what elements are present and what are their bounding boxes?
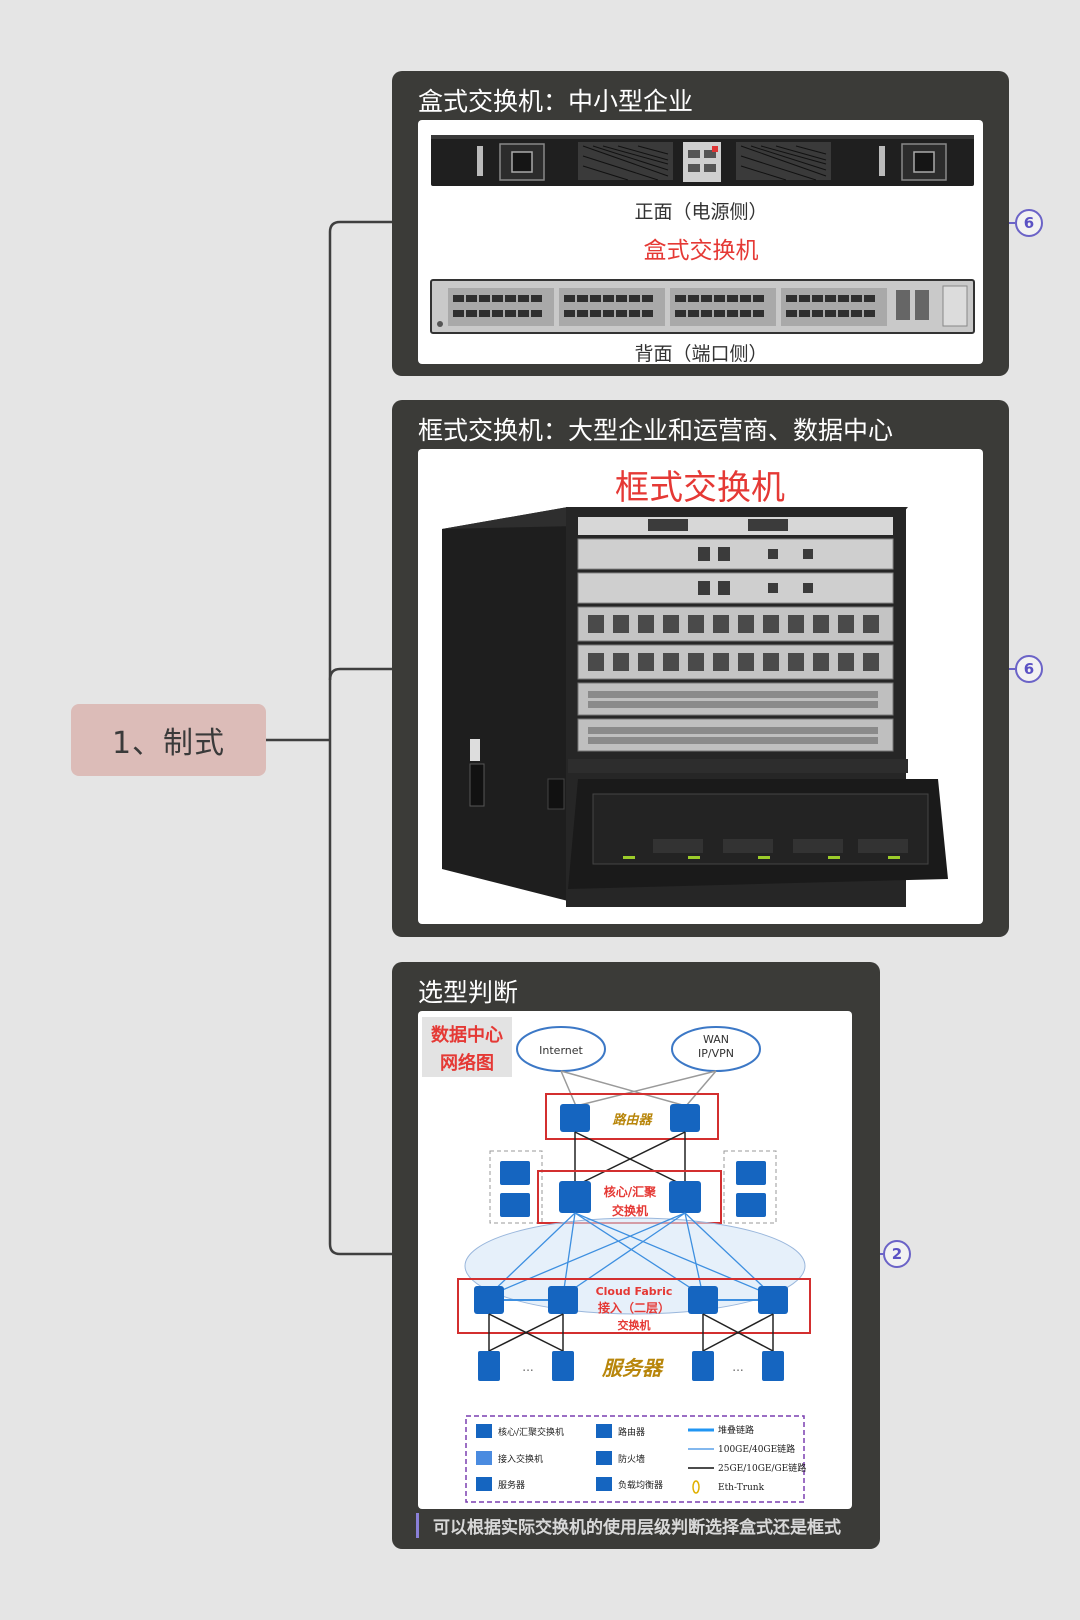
box-switch-illustration: 正面（电源侧） 盒式交换机 — [430, 135, 975, 364]
badge-count[interactable]: 6 — [1015, 209, 1043, 237]
legend-eth-trunk: Eth-Trunk — [718, 1483, 765, 1493]
box-switch-label: 盒式交换机 — [644, 238, 759, 264]
legend-access: 接入交换机 — [498, 1453, 543, 1465]
legend-core: 核心/汇聚交换机 — [498, 1426, 564, 1438]
chassis-switch-heading: 框式交换机 — [615, 468, 785, 508]
note-text: 可以根据实际交换机的使用层级判断选择盒式还是框式 — [416, 1513, 841, 1538]
cloud-vpn-label: IP/VPN — [698, 1047, 734, 1060]
branch-connector-1 — [328, 220, 392, 233]
legend-stack: 堆叠链路 — [718, 1424, 754, 1436]
server-icon — [552, 1351, 574, 1381]
router-icon — [560, 1104, 590, 1132]
diagram-title-2: 网络图 — [440, 1052, 494, 1074]
access-switch-icon — [548, 1286, 578, 1314]
server-icon — [478, 1351, 500, 1381]
back-caption: 背面（端口侧） — [634, 343, 767, 364]
legend — [465, 1415, 805, 1503]
server-ellipsis: ... — [732, 1360, 743, 1374]
card-box-switch[interactable]: 盒式交换机：中小型企业 正面（电源侧） 盒式交换机 — [392, 71, 1009, 376]
fabric-label-1: Cloud Fabric — [596, 1285, 673, 1298]
badge-count[interactable]: 2 — [883, 1240, 911, 1268]
access-switch-icon — [688, 1286, 718, 1314]
datacenter-network-diagram: 数据中心 网络图 Internet WAN IP/VPN 路由器 — [422, 1017, 811, 1503]
card-title: 框式交换机：大型企业和运营商、数据中心 — [418, 416, 894, 445]
legend-firewall: 防火墙 — [618, 1453, 645, 1465]
card-chassis-switch[interactable]: 框式交换机：大型企业和运营商、数据中心 框式交换机 — [392, 400, 1009, 937]
root-label: 1、制式 — [111, 726, 226, 761]
core-group-label-2: 交换机 — [612, 1203, 648, 1218]
core-switch-icon — [559, 1181, 591, 1213]
core-group-label-1: 核心/汇聚 — [604, 1184, 657, 1199]
core-switch-icon — [669, 1181, 701, 1213]
fabric-label-2: 接入（二层） — [598, 1300, 670, 1315]
card-title: 盒式交换机：中小型企业 — [418, 87, 694, 116]
legend-router: 路由器 — [618, 1426, 645, 1438]
box-switch-image: 正面（电源侧） 盒式交换机 — [418, 120, 983, 364]
front-caption: 正面（电源侧） — [634, 201, 767, 223]
chassis-switch-illustration: 框式交换机 — [442, 468, 948, 907]
firewall-icon — [500, 1161, 530, 1185]
router-icon — [670, 1104, 700, 1132]
firewall-icon — [736, 1161, 766, 1185]
chassis-switch-image: 框式交换机 — [418, 449, 983, 924]
datacenter-diagram: 数据中心 网络图 Internet WAN IP/VPN 路由器 — [418, 1011, 852, 1509]
legend-lb: 负载均衡器 — [618, 1479, 663, 1491]
server-icon — [762, 1351, 784, 1381]
server-ellipsis: ... — [522, 1360, 533, 1374]
card-selection[interactable]: 选型判断 数据中心 网络图 Internet WAN IP/VPN 路由器 — [392, 962, 880, 1549]
server-icon — [692, 1351, 714, 1381]
card-title: 选型判断 — [418, 978, 519, 1007]
trunk-connector — [328, 232, 392, 1256]
branch-connector-2 — [328, 667, 392, 681]
router-group-label: 路由器 — [612, 1112, 653, 1128]
diagram-title-1: 数据中心 — [431, 1024, 503, 1046]
legend-100ge: 100GE/40GE链路 — [718, 1443, 795, 1455]
servers-label: 服务器 — [601, 1356, 664, 1380]
badge-count[interactable]: 6 — [1015, 655, 1043, 683]
fabric-label-3: 交换机 — [618, 1318, 651, 1332]
access-switch-icon — [758, 1286, 788, 1314]
cloud-wan-label: WAN — [703, 1033, 729, 1046]
line-cards — [577, 538, 894, 752]
load-balancer-icon — [500, 1193, 530, 1217]
root-node[interactable]: 1、制式 — [71, 704, 266, 776]
load-balancer-icon — [736, 1193, 766, 1217]
port-blocks — [448, 288, 887, 326]
legend-25ge: 25GE/10GE/GE链路 — [718, 1462, 806, 1474]
legend-server: 服务器 — [498, 1479, 525, 1491]
cloud-internet-label: Internet — [539, 1044, 583, 1057]
access-switch-icon — [474, 1286, 504, 1314]
